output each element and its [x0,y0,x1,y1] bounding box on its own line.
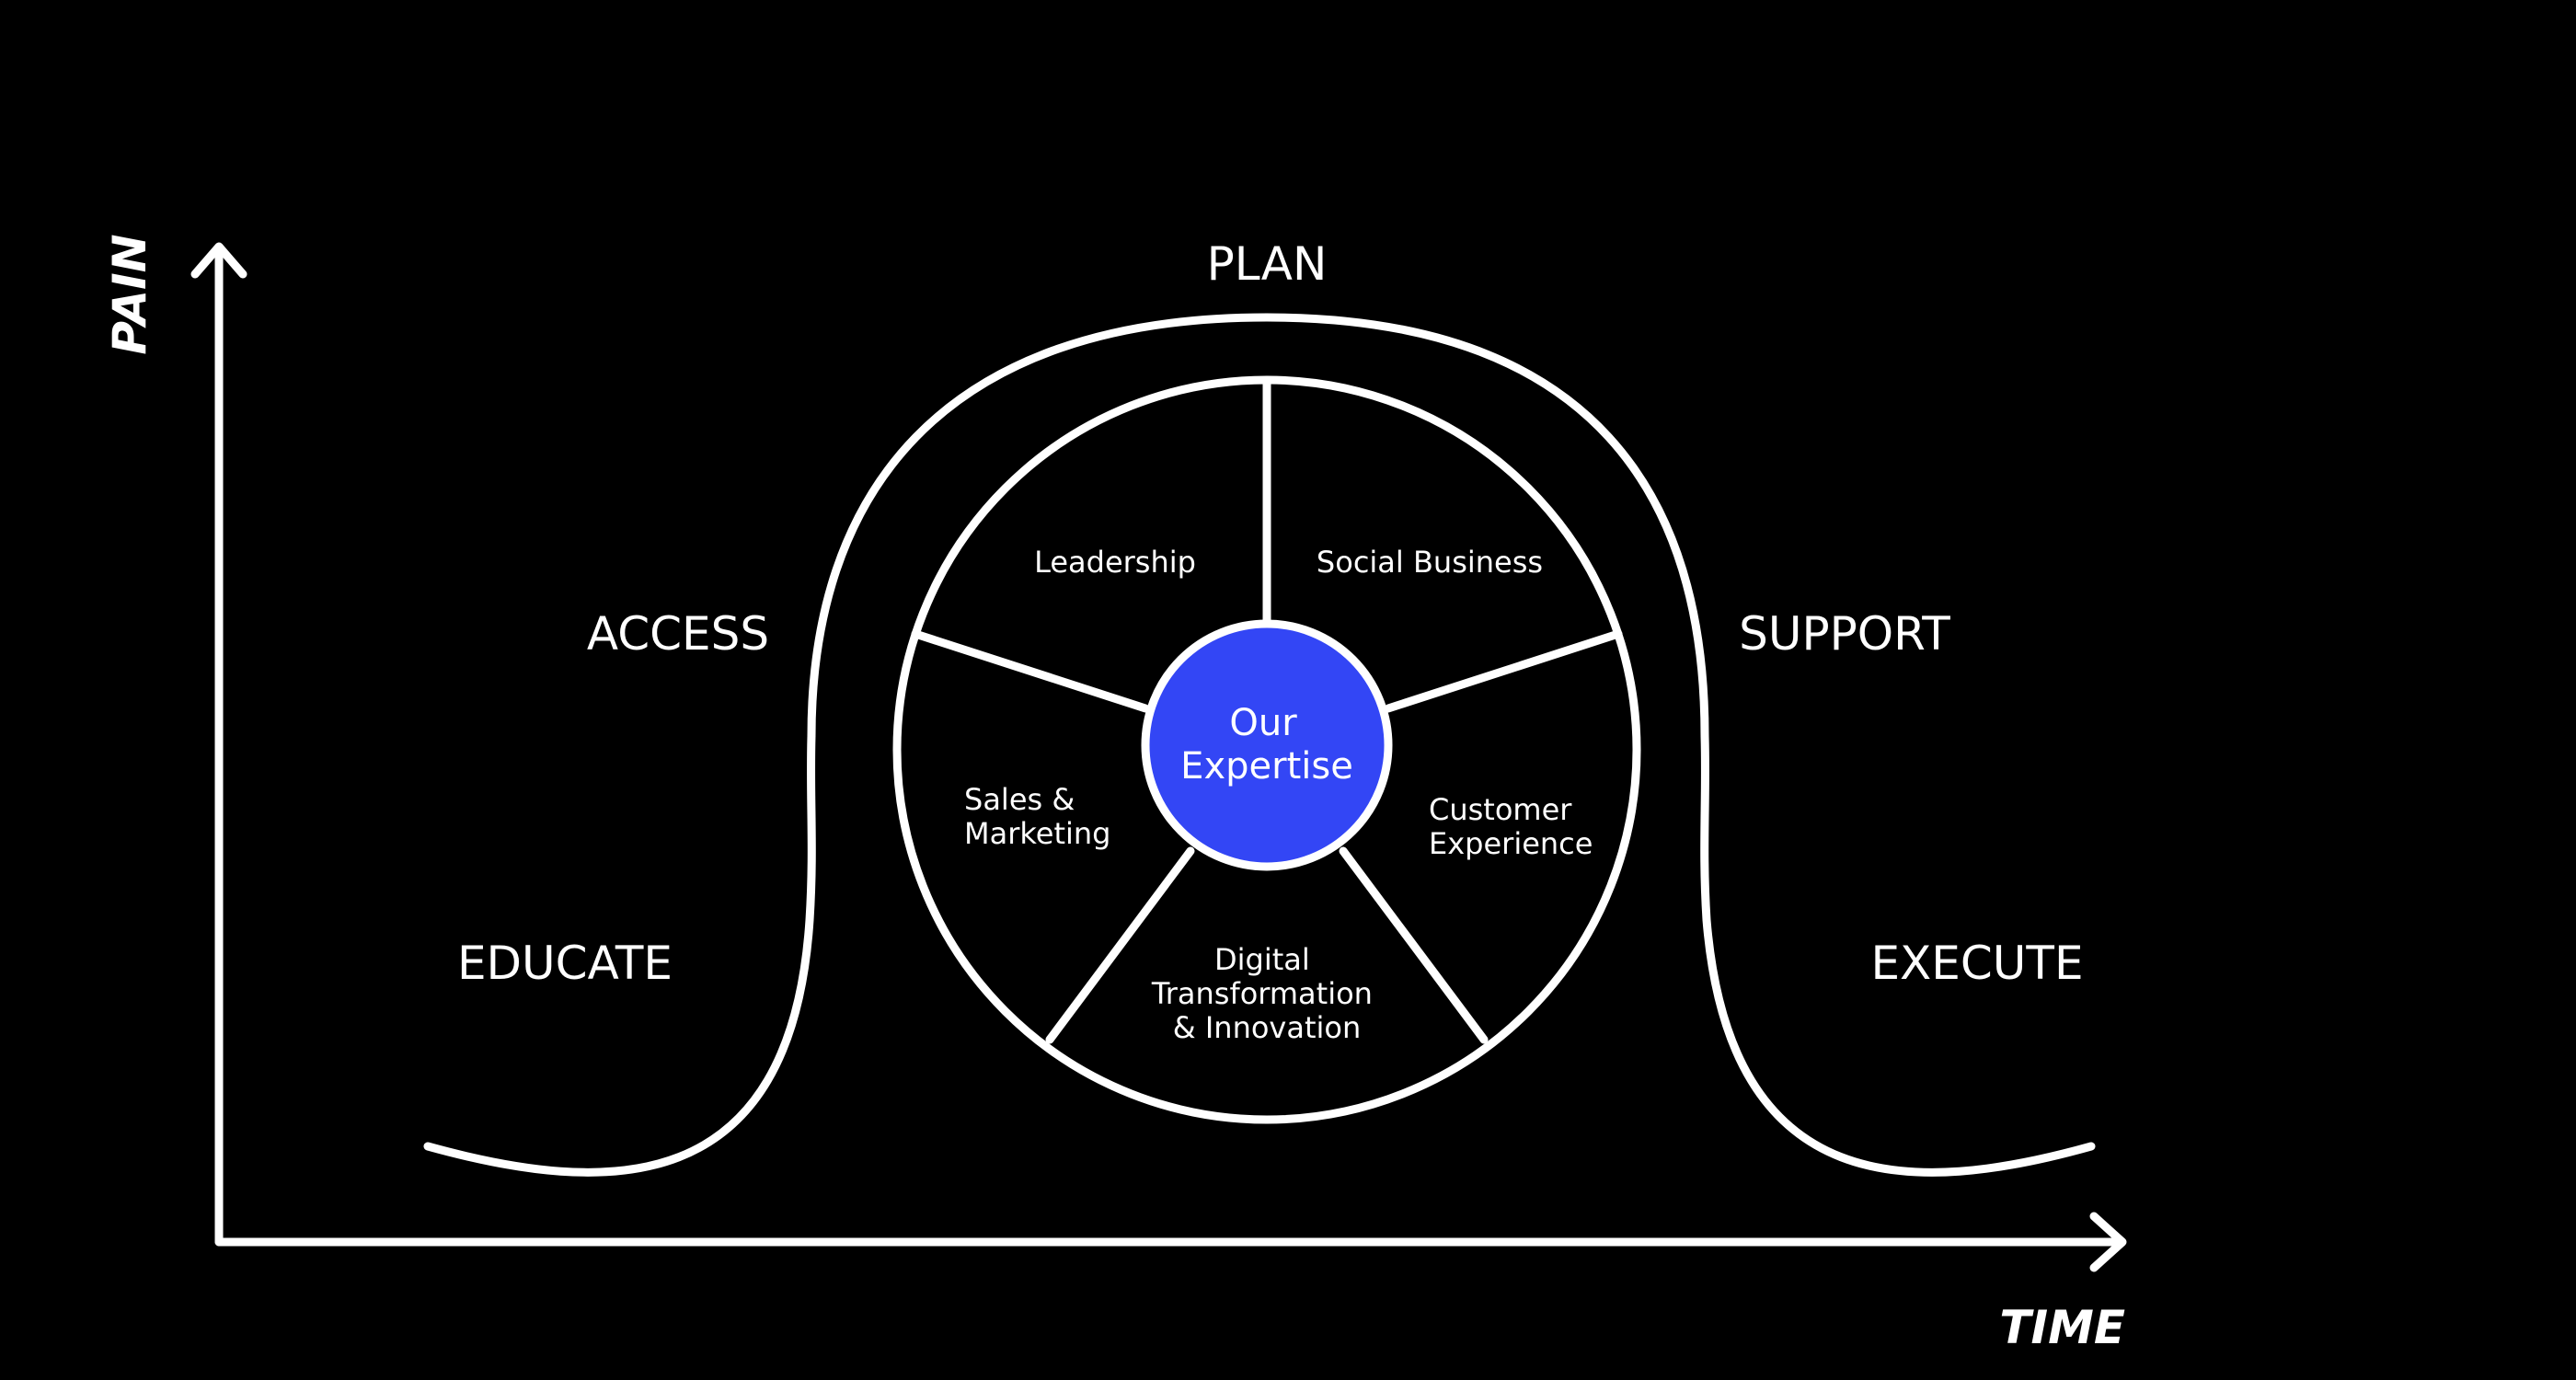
expertise-center-circle [1141,619,1393,871]
expertise-center-line1: Our [1229,702,1297,744]
x-axis-arrowhead [2089,1212,2127,1272]
phase-execute: EXECUTE [1870,937,2083,990]
expertise-wheel: Our Expertise Leadership Social Business… [892,375,1641,1124]
axes [190,242,2127,1272]
phase-plan: PLAN [1207,237,1328,291]
segment-customer-experience: Customer Experience [1429,792,1593,861]
segment-leadership: Leadership [1034,545,1196,580]
segment-digital-line2: Transformation [1151,976,1373,1011]
segment-social-business: Social Business [1317,545,1543,580]
y-axis-arrowhead [190,242,247,279]
wheel-spoke-lower-right [1339,846,1489,1044]
segment-sales-marketing-line2: Marketing [964,816,1110,851]
segment-sales-marketing-line1: Sales & [964,782,1075,817]
wheel-spoke-upper-left [911,629,1150,713]
segment-digital-line3: & Innovation [1173,1010,1362,1045]
wheel-spoke-upper-right [1384,629,1623,713]
segment-digital-line1: Digital [1214,942,1310,977]
segment-sales-marketing: Sales & Marketing [964,782,1110,851]
wheel-spoke-lower-left [1045,846,1195,1044]
segment-customer-experience-line2: Experience [1429,826,1593,861]
phase-educate: EDUCATE [457,937,673,990]
phase-support: SUPPORT [1739,607,1950,661]
x-axis-label: TIME [1999,1301,2125,1354]
segment-customer-experience-line1: Customer [1429,792,1572,827]
phase-access: ACCESS [587,607,769,661]
expertise-center-line2: Expertise [1180,745,1353,788]
segment-digital-transformation: Digital Transformation & Innovation [1151,942,1382,1045]
y-axis-label: PAIN [103,234,156,354]
pain-curve [423,313,2096,1177]
